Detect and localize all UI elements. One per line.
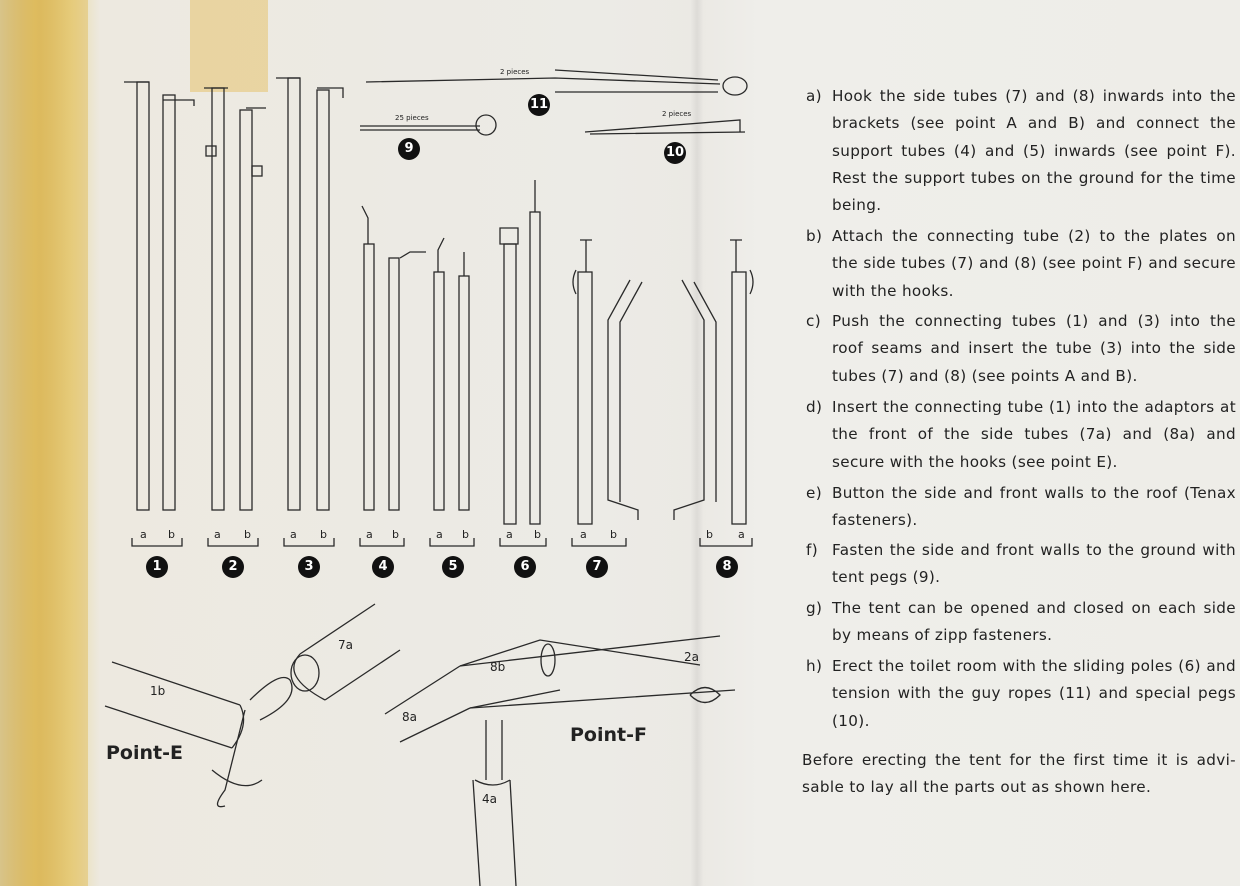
part-4-label-a: a bbox=[366, 528, 373, 541]
instruction-g-text: The tent can be opened and closed on eac… bbox=[832, 599, 1236, 645]
part-number-5: 5 bbox=[442, 556, 464, 578]
instruction-c-text: Push the connecting tubes (1) and (3) in… bbox=[832, 312, 1236, 385]
tube-1b bbox=[162, 94, 176, 511]
closing-note: Before erecting the tent for the first t… bbox=[802, 751, 1236, 797]
tape-strip-left bbox=[0, 0, 88, 886]
parts-drawing bbox=[104, 69, 754, 886]
instruction-f: f) Fasten the side and front walls to th… bbox=[806, 537, 1236, 592]
tube-3b bbox=[316, 89, 330, 511]
part-7-label-a: a bbox=[580, 528, 587, 541]
part-number-11: 11 bbox=[528, 94, 550, 116]
part-5-label-b: b bbox=[462, 528, 469, 541]
instruction-f-text: Fasten the side and front walls to the g… bbox=[832, 541, 1236, 587]
part-1-label-b: b bbox=[168, 528, 175, 541]
part-6-label-b: b bbox=[534, 528, 541, 541]
part-2-label-a: a bbox=[214, 528, 221, 541]
part-number-3: 3 bbox=[298, 556, 320, 578]
point-e-title: Point-E bbox=[106, 742, 183, 764]
part-number-9: 9 bbox=[398, 138, 420, 160]
tube-4a bbox=[363, 243, 375, 511]
instruction-g-label: g) bbox=[806, 599, 823, 617]
instruction-f-label: f) bbox=[806, 541, 818, 559]
tube-8a bbox=[731, 271, 747, 525]
part-number-10: 10 bbox=[664, 142, 686, 164]
instruction-h-text: Erect the toilet room with the sliding p… bbox=[832, 657, 1236, 730]
part-1-label-a: a bbox=[140, 528, 147, 541]
instruction-h-label: h) bbox=[806, 657, 823, 675]
instruction-d: d) Insert the connecting tube (1) into t… bbox=[806, 394, 1236, 476]
part-3-label-b: b bbox=[320, 528, 327, 541]
qty-label-10: 2 pieces bbox=[662, 110, 692, 118]
part-8-label-a: a bbox=[738, 528, 745, 541]
tube-6a bbox=[503, 243, 517, 525]
detail-f-label-8a: 8a bbox=[402, 710, 417, 724]
tent-peg-9 bbox=[360, 125, 480, 131]
tube-2b bbox=[239, 109, 253, 511]
instruction-a: a) Hook the side tubes (7) and (8) inwar… bbox=[806, 83, 1236, 219]
qty-label-9: 25 pieces bbox=[395, 114, 429, 122]
detail-e-label-7a: 7a bbox=[338, 638, 353, 652]
part-7-label-b: b bbox=[610, 528, 617, 541]
instruction-c-label: c) bbox=[806, 312, 821, 330]
detail-f-label-4a: 4a bbox=[482, 792, 497, 806]
tube-5b bbox=[458, 275, 470, 511]
part-2-label-b: b bbox=[244, 528, 251, 541]
instruction-h: h) Erect the toilet room with the slidin… bbox=[806, 653, 1236, 735]
part-5-label-a: a bbox=[436, 528, 443, 541]
part-number-6: 6 bbox=[514, 556, 536, 578]
detail-f-label-8b: 8b bbox=[490, 660, 506, 674]
instruction-e-text: Button the side and front walls to the r… bbox=[832, 484, 1236, 530]
tube-7b bbox=[607, 279, 643, 520]
tube-7a bbox=[577, 271, 593, 525]
part-4-label-b: b bbox=[392, 528, 399, 541]
detail-f-label-2a: 2a bbox=[684, 650, 699, 664]
instruction-b: b) Attach the connecting tube (2) to the… bbox=[806, 223, 1236, 305]
guy-rope-11 bbox=[365, 69, 721, 93]
detail-e-label-1b: 1b bbox=[150, 684, 166, 698]
instruction-e: e) Button the side and front walls to th… bbox=[806, 480, 1236, 535]
tube-5a bbox=[433, 271, 445, 511]
part-number-4: 4 bbox=[372, 556, 394, 578]
special-peg-10 bbox=[584, 119, 746, 135]
instruction-d-text: Insert the connecting tube (1) into the … bbox=[832, 398, 1236, 471]
tube-1a bbox=[136, 81, 150, 511]
detail-e-drawing bbox=[104, 603, 401, 808]
instruction-b-label: b) bbox=[806, 227, 823, 245]
instruction-a-text: Hook the side tubes (7) and (8) inwards … bbox=[832, 87, 1236, 215]
part-number-1: 1 bbox=[146, 556, 168, 578]
tape-strip-top bbox=[190, 0, 268, 92]
tube-2a bbox=[211, 87, 225, 511]
tube-6b bbox=[529, 211, 541, 525]
tube-4b bbox=[388, 257, 400, 511]
part-number-2: 2 bbox=[222, 556, 244, 578]
instruction-b-text: Attach the connecting tube (2) to the pl… bbox=[832, 227, 1236, 300]
point-f-title: Point-F bbox=[570, 724, 647, 746]
part-3-label-a: a bbox=[290, 528, 297, 541]
part-number-7: 7 bbox=[586, 556, 608, 578]
instruction-a-label: a) bbox=[806, 87, 822, 105]
instruction-g: g) The tent can be opened and closed on … bbox=[806, 595, 1236, 650]
part-6-label-a: a bbox=[506, 528, 513, 541]
part-8-label-b: b bbox=[706, 528, 713, 541]
instruction-d-label: d) bbox=[806, 398, 823, 416]
instruction-c: c) Push the connecting tubes (1) and (3)… bbox=[806, 308, 1236, 390]
detail-f-drawing bbox=[384, 635, 736, 886]
qty-label-11: 2 pieces bbox=[500, 68, 530, 76]
tube-8b bbox=[673, 279, 717, 520]
part-number-8: 8 bbox=[716, 556, 738, 578]
tube-3a bbox=[287, 77, 301, 511]
instruction-e-label: e) bbox=[806, 484, 822, 502]
